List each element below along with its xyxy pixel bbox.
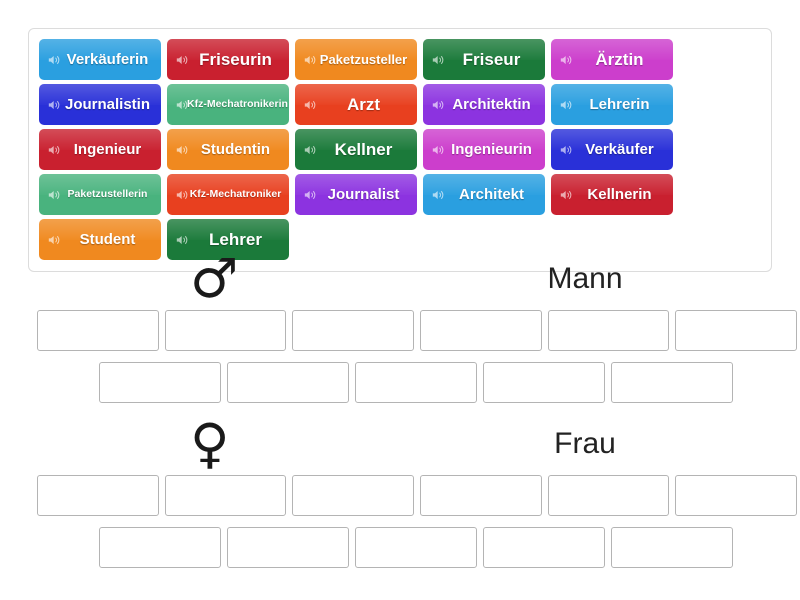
tile-label: Paketzustellerin [67, 187, 148, 200]
tile-paketzustellerin[interactable]: Paketzustellerin [39, 174, 161, 215]
tile-label: Journalistin [64, 95, 150, 113]
tile-ingenieur[interactable]: Ingenieur [39, 129, 161, 170]
tile-label: Ärztin [595, 49, 644, 69]
tile-label: Paketzusteller [319, 51, 408, 67]
female-symbol: ♀ [190, 412, 230, 475]
tile-paketzusteller[interactable]: Paketzusteller [295, 39, 417, 80]
drop-slot[interactable] [99, 527, 221, 568]
group-header: ♂ Mann [0, 248, 800, 310]
tile-student[interactable]: Student [39, 219, 161, 260]
drop-slot[interactable] [355, 527, 477, 568]
tile-label: Lehrerin [589, 95, 650, 113]
tile-studentin[interactable]: Studentin [167, 129, 289, 170]
tile-label: Ingenieur [73, 140, 142, 158]
tile-label: Journalist [327, 185, 400, 203]
drop-slot[interactable] [483, 362, 605, 403]
drop-slot[interactable] [99, 362, 221, 403]
tile-journalist[interactable]: Journalist [295, 174, 417, 215]
tile-kellnerin[interactable]: Kellnerin [551, 174, 673, 215]
drop-slot[interactable] [675, 310, 798, 351]
tile-kfz-mechatronikerin[interactable]: Kfz-Mechatronikerin [167, 84, 289, 125]
tile-label: Kfz-Mechatronikerin [187, 97, 288, 110]
tile-ingenieurin[interactable]: Ingenieurin [423, 129, 545, 170]
drop-group-frau: ♀ Frau [0, 413, 800, 568]
tile-label: Lehrer [209, 229, 262, 249]
drop-slot[interactable] [164, 310, 287, 351]
tile-label: Studentin [200, 140, 271, 158]
drop-slot[interactable] [420, 475, 542, 516]
drop-slot[interactable] [37, 475, 159, 516]
slot-row [0, 527, 800, 568]
drop-slot[interactable] [355, 362, 477, 403]
tile-kellner[interactable]: Kellner [295, 129, 417, 170]
drop-slot[interactable] [547, 475, 670, 516]
row-gap [0, 351, 800, 362]
drop-slot[interactable] [292, 475, 415, 516]
tile-label: Verkäufer [585, 140, 654, 158]
tile-label: Arzt [346, 94, 381, 114]
slot-rows [0, 310, 800, 403]
group-header: ♀ Frau [0, 413, 800, 475]
group-title-frau: Frau [554, 427, 616, 460]
drop-slot[interactable] [675, 475, 798, 516]
drop-slot[interactable] [164, 475, 287, 516]
slot-row [0, 475, 800, 516]
slot-rows [0, 475, 800, 568]
drop-slot[interactable] [420, 310, 542, 351]
tile-architektin[interactable]: Architektin [423, 84, 545, 125]
tile-list: Verkäuferin Friseurin Paketzusteller Friseu… [36, 37, 764, 262]
tile-journalistin[interactable]: Journalistin [39, 84, 161, 125]
tile-label: Architektin [452, 95, 531, 113]
tile-label: Kfz-Mechatroniker [189, 187, 282, 200]
row-gap [0, 516, 800, 527]
word-tile-bank[interactable]: Verkäuferin Friseurin Paketzusteller Friseu… [28, 28, 772, 272]
tile-friseur[interactable]: Friseur [423, 39, 545, 80]
group-title-mann: Mann [547, 262, 623, 295]
slot-row [0, 362, 800, 403]
tile-label: Friseurin [199, 49, 272, 69]
tile-architekt[interactable]: Architekt [423, 174, 545, 215]
tile--rztin[interactable]: Ärztin [551, 39, 673, 80]
tile-label: Kellnerin [587, 185, 652, 203]
drop-slot[interactable] [227, 527, 349, 568]
drop-slot[interactable] [227, 362, 349, 403]
tile-label: Architekt [458, 185, 525, 203]
tile-arzt[interactable]: Arzt [295, 84, 417, 125]
tile-label: Verkäuferin [66, 50, 149, 68]
drop-slot[interactable] [611, 362, 733, 403]
tile-label: Friseur [462, 49, 521, 69]
drop-slot[interactable] [611, 527, 733, 568]
tile-friseurin[interactable]: Friseurin [167, 39, 289, 80]
drop-slot[interactable] [483, 527, 605, 568]
slot-row [0, 310, 800, 351]
tile-verk-uferin[interactable]: Verkäuferin [39, 39, 161, 80]
drop-slot[interactable] [292, 310, 415, 351]
tile-label: Ingenieurin [451, 140, 532, 158]
male-symbol: ♂ [190, 247, 239, 310]
tile-label: Student [79, 230, 136, 248]
drop-slot[interactable] [37, 310, 159, 351]
tile-label: Kellner [334, 139, 393, 159]
tile-lehrerin[interactable]: Lehrerin [551, 84, 673, 125]
drop-group-mann: ♂ Mann [0, 248, 800, 403]
drop-slot[interactable] [547, 310, 670, 351]
tile-verk-ufer[interactable]: Verkäufer [551, 129, 673, 170]
tile-kfz-mechatroniker[interactable]: Kfz-Mechatroniker [167, 174, 289, 215]
